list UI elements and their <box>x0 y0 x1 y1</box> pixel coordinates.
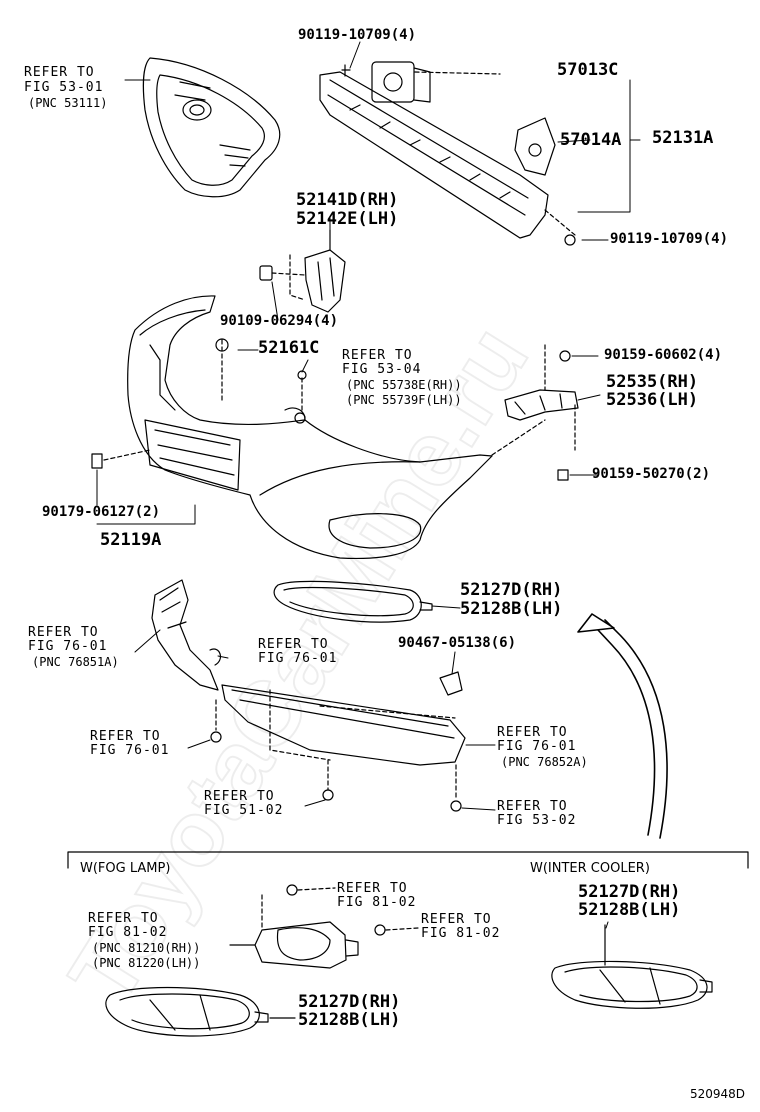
label-52536: 52536(LH) <box>606 390 699 410</box>
label-52142e: 52142E(LH) <box>296 209 399 229</box>
lower-spoiler-drawing <box>151 579 466 812</box>
ref-7601a-line2: FIG 76-01 <box>28 639 108 654</box>
section-inter-cooler: W(INTER COOLER) <box>530 861 650 876</box>
label-52127d-upper: 52127D(RH) <box>460 580 563 600</box>
ref-7601a-line1: REFER TO <box>28 625 99 640</box>
ref-grille-line1: REFER TO <box>24 65 95 80</box>
label-52128b-upper: 52128B(LH) <box>460 599 563 619</box>
ref-8102a-line1: REFER TO <box>337 881 408 896</box>
front-bumper-cover-drawing <box>91 295 493 559</box>
ref-8102a-line2: FIG 81-02 <box>337 895 417 910</box>
ref-8102c-line1: REFER TO <box>421 912 492 927</box>
ref-5304-line4: (PNC 55739F(LH)) <box>346 393 462 407</box>
label-52141d: 52141D(RH) <box>296 190 399 210</box>
ref-5302-line2: FIG 53-02 <box>497 813 577 828</box>
label-52128b-inter: 52128B(LH) <box>578 900 681 920</box>
label-90109-06294: 90109-06294(4) <box>220 313 339 329</box>
label-52119a: 52119A <box>100 530 162 550</box>
label-57013c: 57013C <box>557 60 619 80</box>
label-90119-10709-bottom: 90119-10709(4) <box>610 231 729 247</box>
ref-7601d-line2: FIG 76-01 <box>497 739 577 754</box>
ref-7601c-line2: FIG 76-01 <box>90 743 170 758</box>
diagram-code: 520948D <box>690 1087 746 1101</box>
ref-8102b-line3: (PNC 81210(RH)) <box>92 941 201 955</box>
side-retainer-drawing <box>491 344 579 481</box>
fog-lamp-drawing <box>229 884 419 969</box>
label-90159-50270: 90159-50270(2) <box>592 466 711 482</box>
label-90159-60602: 90159-60602(4) <box>604 347 723 363</box>
ref-5102-line1: REFER TO <box>204 789 275 804</box>
ref-7601b-line1: REFER TO <box>258 637 329 652</box>
ref-7601c-line1: REFER TO <box>90 729 161 744</box>
label-90467-05138: 90467-05138(6) <box>398 635 517 651</box>
label-52131a: 52131A <box>652 128 714 148</box>
label-52127d-fog: 52127D(RH) <box>298 992 401 1012</box>
fog-lamp-cover-drawing-upper <box>273 580 433 623</box>
fog-lamp-cover-drawing-lower <box>105 986 296 1037</box>
bumper-reinforcement-drawing <box>319 61 576 246</box>
leader-lines <box>96 41 641 929</box>
label-90179-06127: 90179-06127(2) <box>42 504 161 520</box>
ref-5304-line1: REFER TO <box>342 348 413 363</box>
direction-arrow-drawing <box>577 613 668 839</box>
ref-7601b-line2: FIG 76-01 <box>258 651 338 666</box>
ref-8102b-line1: REFER TO <box>88 911 159 926</box>
section-fog-lamp: W(FOG LAMP) <box>80 861 171 876</box>
label-90119-10709-top: 90119-10709(4) <box>298 27 417 43</box>
ref-grille-line3: (PNC 53111) <box>28 96 108 110</box>
ref-5302-line1: REFER TO <box>497 799 568 814</box>
ref-5102-line2: FIG 51-02 <box>204 803 284 818</box>
label-57014a: 57014A <box>560 130 622 150</box>
label-52128b-fog: 52128B(LH) <box>298 1010 401 1030</box>
bumper-bracket-drawing <box>259 229 346 313</box>
ref-7601d-line3: (PNC 76852A) <box>501 755 588 769</box>
variant-section-bracket <box>67 851 749 869</box>
ref-8102b-line4: (PNC 81220(LH)) <box>92 956 201 970</box>
ref-7601a-line3: (PNC 76851A) <box>32 655 119 669</box>
ref-5304-line3: (PNC 55738E(RH)) <box>346 378 462 392</box>
ref-8102c-line2: FIG 81-02 <box>421 926 501 941</box>
ref-7601d-line1: REFER TO <box>497 725 568 740</box>
ref-8102b-line2: FIG 81-02 <box>88 925 168 940</box>
label-52535: 52535(RH) <box>606 372 699 392</box>
ref-grille-line2: FIG 53-01 <box>24 80 104 95</box>
ref-5304-line2: FIG 53-04 <box>342 362 422 377</box>
inter-cooler-cover-drawing <box>551 924 713 1009</box>
label-52161c: 52161C <box>258 338 320 358</box>
radiator-grille-drawing <box>142 57 281 198</box>
label-52127d-inter: 52127D(RH) <box>578 882 681 902</box>
